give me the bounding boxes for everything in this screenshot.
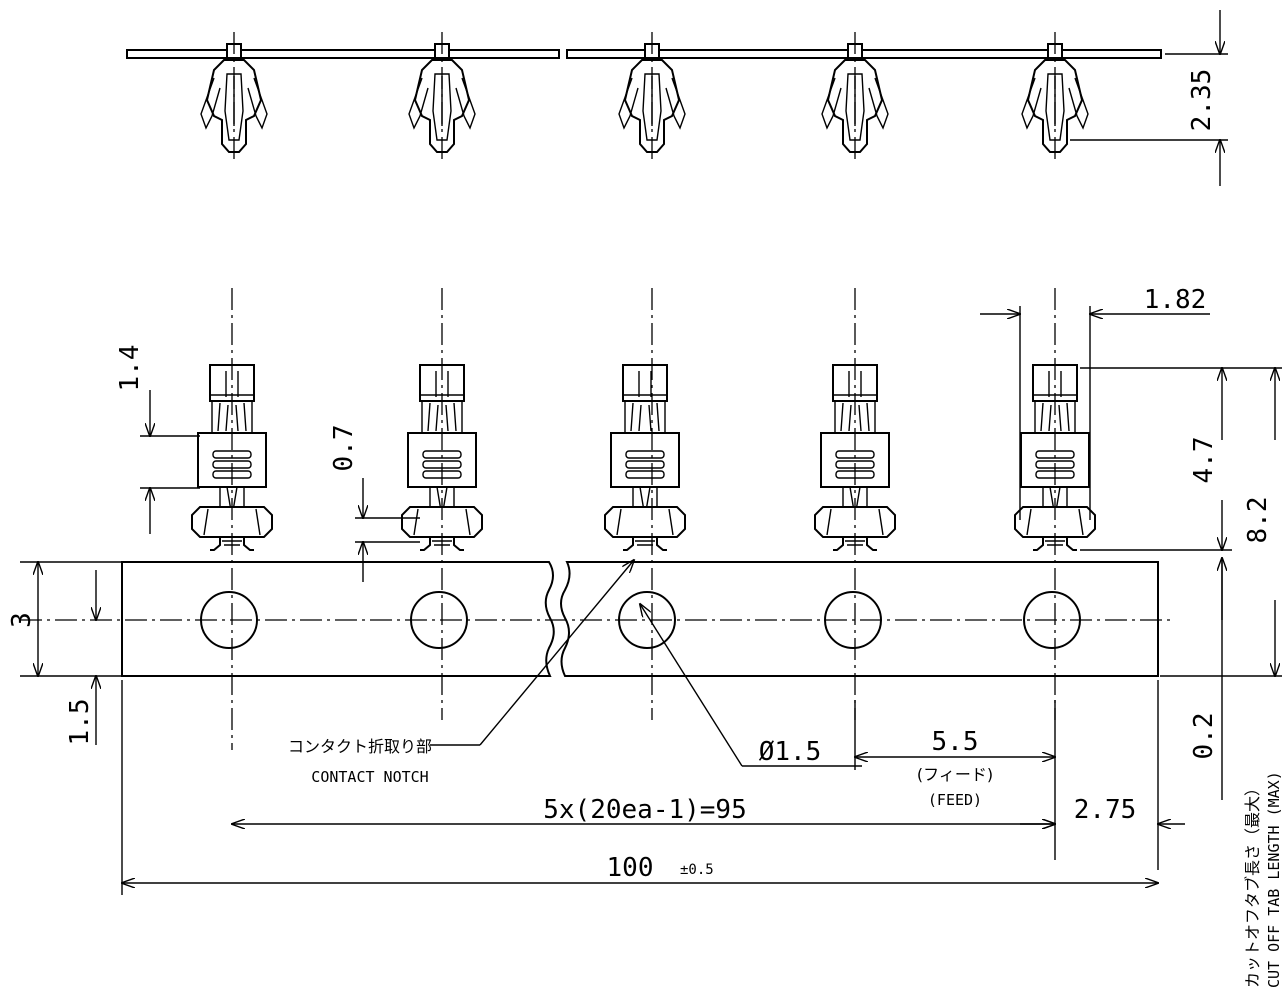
dim-2-75-label: 2.75 [1074,795,1137,825]
dimension-overall-100: 100 ±0.5 [122,680,1158,895]
dim-1-4-label: 1.4 [115,345,145,392]
dimension-end-2-75: 2.75 [1020,680,1185,870]
contact-notch-en-label: CONTACT NOTCH [311,768,428,786]
cut-off-tab-jp-label: カットオフタブ長さ（最大） [1243,780,1262,988]
dimension-height-2-35: 2.35 [1070,10,1228,186]
dimension-width-1-82: 1.82 [980,285,1210,520]
dim-4-7-label: 4.7 [1189,437,1219,484]
dimension-barrel-1-4: 1.4 [115,345,200,534]
dimension-strip-95: 5x(20ea-1)=95 [232,795,1055,825]
carrier-strip [20,561,1175,677]
dim-1-82-label: 1.82 [1144,285,1207,315]
dimension-pitch-5-5: 5.5 (フィード) (FEED) [855,700,1055,860]
dim-5-5-label: 5.5 [932,727,979,757]
dim-1-5-label: 1.5 [65,699,95,746]
dim-100-label: 100 [607,853,654,883]
dimension-notch-0-7: 0.7 [329,425,420,582]
contacts-top-view [191,288,1096,750]
dim-0-2-label: 0.2 [1189,713,1219,760]
dim-100-tol-label: ±0.5 [680,862,714,878]
dimension-carrier-3-1-5: 3 1.5 [7,562,122,745]
contact-notch-callout: コンタクト折取り部 CONTACT NOTCH [288,560,634,786]
cut-off-tab-label: カットオフタブ長さ（最大） CUT OFF TAB LENGTH (MAX) [1243,771,1282,988]
contact-notch-jp-label: コンタクト折取り部 [288,737,432,756]
dim-8-2-label: 8.2 [1243,497,1273,544]
dim-95-label: 5x(20ea-1)=95 [543,795,747,825]
dim-0-7-label: 0.7 [329,425,359,472]
feed-jp-label: (フィード) [917,765,993,784]
side-view [126,32,1162,162]
dim-hole-label: Ø1.5 [759,737,822,767]
cut-off-tab-en-label: CUT OFF TAB LENGTH (MAX) [1265,771,1282,988]
dim-2-35-label: 2.35 [1187,69,1217,132]
dim-3-label: 3 [7,612,37,628]
dimension-length-4-7-8-2: 4.7 8.2 0.2 [1080,368,1282,800]
hole-diameter-callout: Ø1.5 [640,604,862,767]
feed-en-label: (FEED) [928,791,982,809]
